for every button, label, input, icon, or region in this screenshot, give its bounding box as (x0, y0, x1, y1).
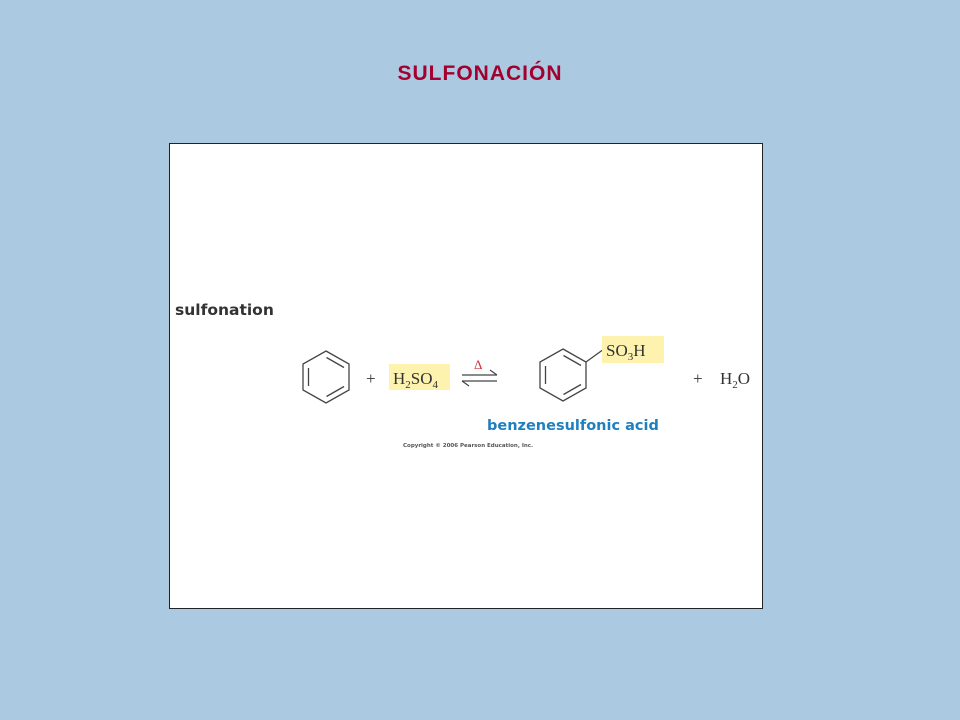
reaction-label: sulfonation (175, 301, 274, 319)
heat-condition: Δ (474, 357, 482, 372)
reagent-sub-4: 4 (433, 379, 439, 391)
product-group-highlight (602, 336, 664, 363)
product-group-formula: SO3H (606, 341, 646, 363)
byproduct-h: H (720, 369, 732, 388)
reagent-sub-2: 2 (405, 379, 411, 391)
reaction-scheme: sulfonation + H2SO4 Δ (175, 301, 750, 449)
product-group-h: H (633, 341, 645, 360)
product-name-label: benzenesulfonic acid (487, 418, 659, 434)
plus-sign: + (366, 369, 376, 388)
byproduct-formula: H2O (720, 369, 750, 391)
benzenesulfonic-acid-structure (539, 348, 605, 402)
byproduct-sub-2: 2 (732, 379, 738, 391)
reaction-figure: sulfonation + H2SO4 Δ (169, 143, 763, 609)
reagent-h: H (393, 369, 405, 388)
benzene-reactant-structure (302, 350, 350, 404)
product-group-so: SO (606, 341, 628, 360)
plus-sign-2: + (693, 369, 703, 388)
reagent-so: SO (411, 369, 433, 388)
byproduct-o: O (738, 369, 750, 388)
slide-title: SULFONACIÓN (397, 62, 563, 85)
reagent-highlight (389, 364, 450, 390)
reagent-formula: H2SO4 (393, 369, 439, 391)
copyright-text: Copyright © 2006 Pearson Education, Inc. (403, 443, 533, 449)
product-group-sub-3: 3 (628, 351, 634, 363)
equilibrium-arrow-icon (461, 369, 498, 387)
